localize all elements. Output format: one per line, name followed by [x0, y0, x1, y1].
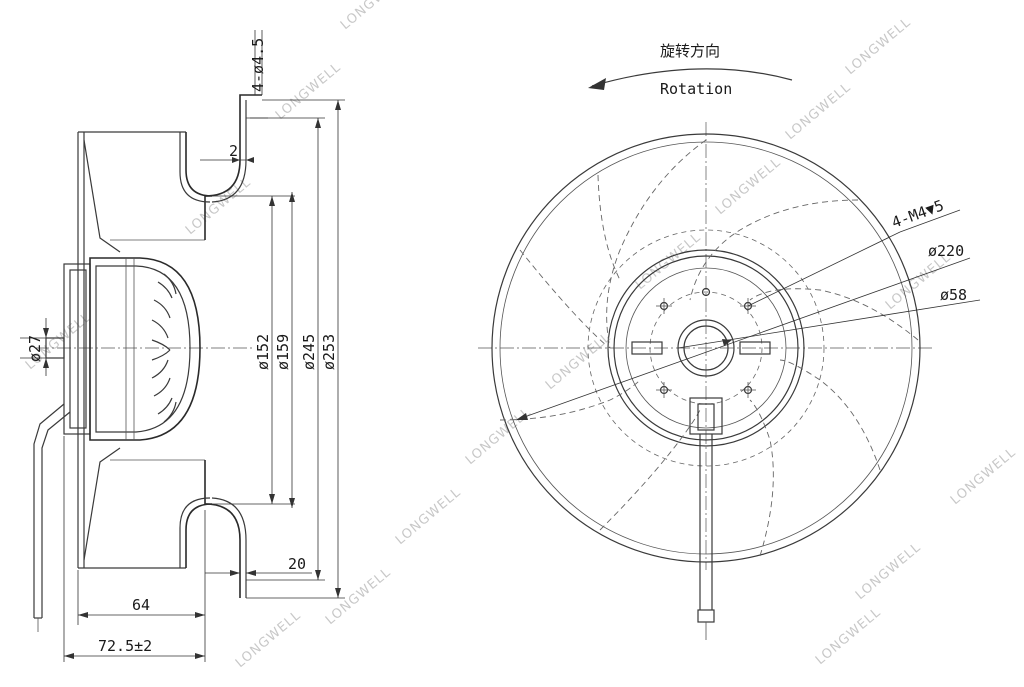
dim-arrow: [230, 570, 240, 576]
upper-blade-edge: [83, 139, 121, 253]
bolt-circle: [649, 291, 763, 405]
watermark-text: LONGWELL: [713, 155, 784, 218]
motor-body: [89, 257, 201, 441]
motor-body-inner: [95, 265, 191, 433]
dim-arrow: [64, 653, 74, 659]
dim-arrow: [315, 570, 321, 580]
watermark-text: LONGWELL: [393, 485, 464, 548]
cable-gland: [689, 397, 723, 435]
rotation-arc: [591, 68, 793, 87]
d152-label: ø152: [254, 334, 272, 370]
dim-arrow: [289, 192, 295, 202]
inlet-ring-bottom-inner: [179, 497, 211, 568]
dim-arrow: [289, 498, 295, 508]
watermarks: LONGWELL LONGWELL LONGWELL LONGWELL LONG…: [23, 0, 1019, 671]
dim-arrow: [246, 157, 254, 163]
watermark-text: LONGWELL: [323, 565, 394, 628]
watermark-text: LONGWELL: [233, 608, 304, 671]
watermark-text: LONGWELL: [338, 0, 409, 33]
dim-arrow: [78, 612, 88, 618]
d58-label: ø58: [940, 286, 967, 304]
watermark-text: LONGWELL: [273, 60, 344, 123]
watermark-text: LONGWELL: [948, 445, 1019, 508]
rotation-arrowhead: [588, 78, 606, 90]
impeller-blades: [499, 139, 919, 557]
d159-label: ø159: [274, 334, 292, 370]
d253-label: ø253: [320, 334, 338, 370]
cable-outer: [33, 403, 65, 618]
dim-arrow: [516, 413, 528, 420]
inlet-flange-bottom-inner: [211, 497, 247, 598]
dim-arrow: [335, 588, 341, 598]
dim-arrow: [722, 339, 732, 346]
cable-inner: [41, 411, 71, 618]
rotation-label-en: Rotation: [660, 80, 732, 98]
watermark-text: LONGWELL: [543, 330, 614, 393]
watermark-text: LONGWELL: [843, 15, 914, 78]
motor-outer-2: [613, 255, 799, 441]
dim-arrow: [335, 100, 341, 110]
watermark-text: LONGWELL: [633, 230, 704, 293]
inlet-circle-dashed: [587, 229, 825, 467]
cooling-fins: [151, 273, 177, 423]
dim-arrow: [315, 118, 321, 128]
impeller-outer: [491, 133, 921, 563]
front-view: 旋转方向 Rotation: [478, 42, 981, 640]
tapped-holes-label: 4-M4▼5: [889, 196, 946, 231]
watermark-text: LONGWELL: [783, 80, 854, 143]
flange-label: 20: [288, 555, 306, 573]
watermark-text: LONGWELL: [183, 175, 254, 238]
leader-tapped: [747, 231, 901, 307]
slot-right: [739, 341, 771, 355]
dim-arrow: [195, 653, 205, 659]
slot-left: [631, 341, 663, 355]
depth-label: 64: [132, 596, 150, 614]
mount-holes-label: 4-ø4.5: [249, 38, 267, 92]
dim-arrow: [43, 328, 49, 338]
impeller-outer-inner: [499, 141, 913, 555]
inlet-flange-bottom: [204, 503, 241, 598]
motor-outer: [607, 249, 805, 447]
dim-arrow: [43, 358, 49, 368]
dim-arrow: [195, 612, 205, 618]
hub-inner: [683, 325, 729, 371]
lower-blade-edge: [83, 447, 121, 561]
wall-thickness-label: 2: [229, 142, 238, 160]
dim-arrow: [232, 157, 240, 163]
motor-flange-inner: [69, 269, 87, 429]
inlet-ring-bottom: [185, 460, 213, 568]
rotation-label-cn: 旋转方向: [660, 42, 720, 60]
watermark-text: LONGWELL: [853, 540, 924, 603]
dim-arrow: [269, 196, 275, 206]
leader-tapped-tail: [899, 209, 961, 233]
cable-gland-inner: [697, 403, 715, 431]
dim-arrow: [246, 570, 256, 576]
d27-label: ø27: [26, 335, 44, 362]
inlet-ring-top-inner: [179, 132, 211, 203]
d220-label: ø220: [928, 242, 964, 260]
cable-terminal: [697, 609, 715, 623]
side-view: 4-ø4.5 2 ø152 ø159 ø245 ø253: [20, 30, 345, 662]
dim-arrow: [269, 494, 275, 504]
leader-220: [515, 257, 971, 421]
overall-depth-label: 72.5±2: [98, 637, 152, 655]
watermark-text: LONGWELL: [813, 605, 884, 668]
d245-label: ø245: [300, 334, 318, 370]
motor-ring: [625, 267, 787, 429]
